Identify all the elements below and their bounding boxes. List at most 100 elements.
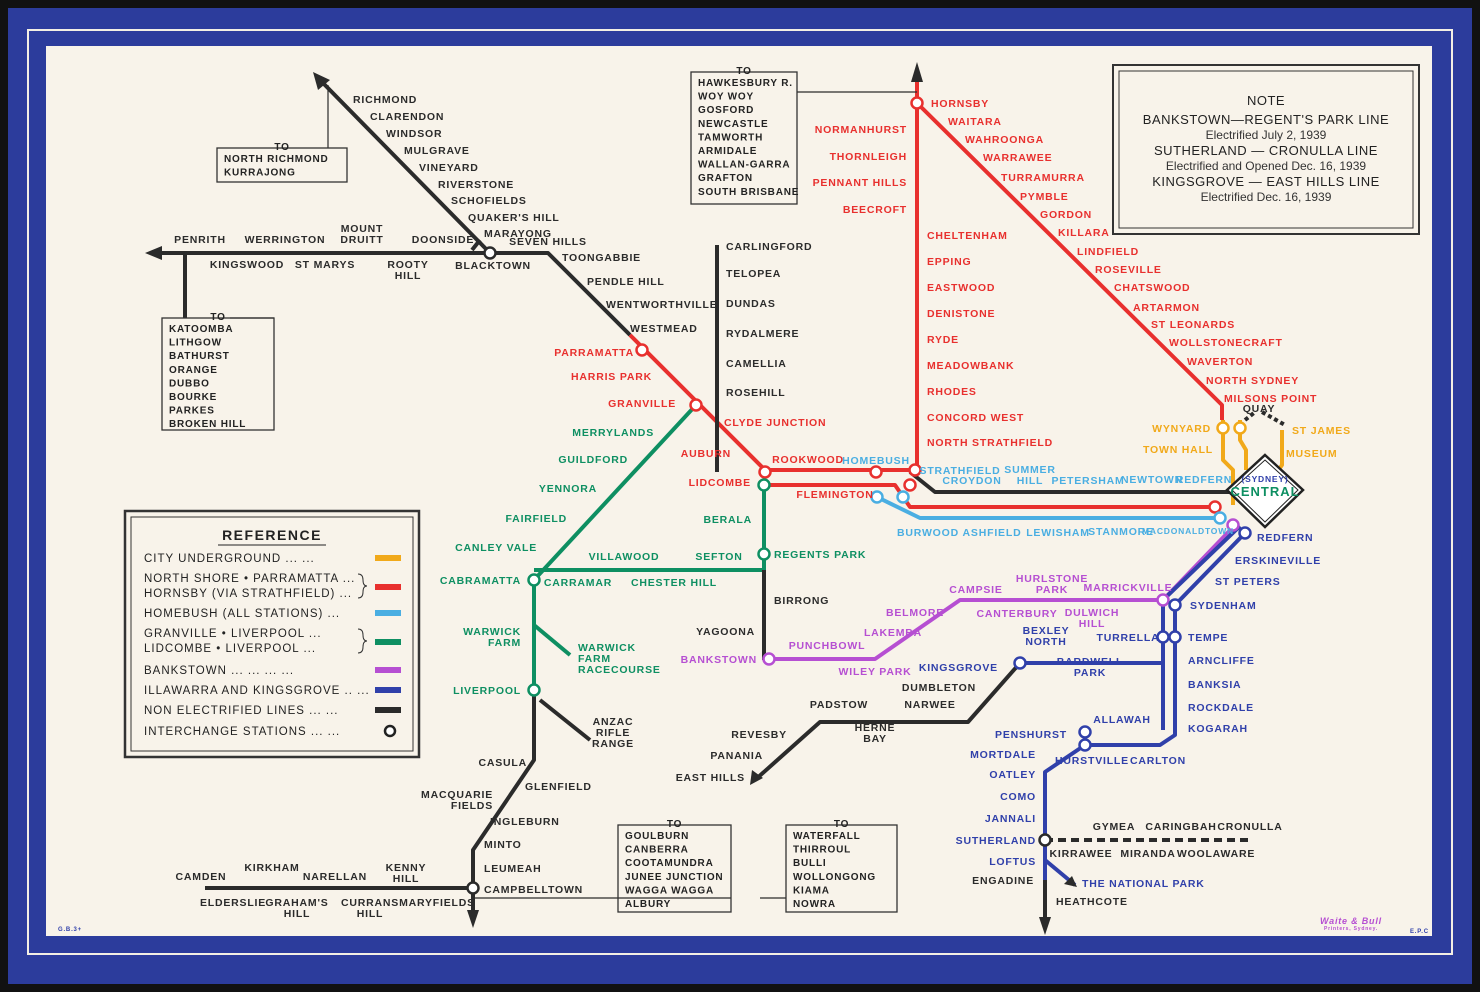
west-arrow-icon bbox=[145, 246, 162, 260]
reference-title: REFERENCE bbox=[222, 527, 322, 543]
station-label: REVESBY bbox=[731, 729, 787, 741]
station-label: WAITARA bbox=[948, 116, 1002, 128]
station-label: QUAY bbox=[1243, 403, 1276, 415]
station-label: LOFTUS bbox=[989, 856, 1036, 868]
station-label: MUSEUM bbox=[1286, 448, 1337, 460]
box-destination: WALLAN-GARRA bbox=[698, 160, 790, 171]
station-label: MACDONALDTOWN bbox=[1142, 526, 1234, 536]
station-label: AUBURN bbox=[681, 448, 731, 460]
reference-label: NORTH SHORE • PARRAMATTA ...HORNSBY (VIA… bbox=[144, 573, 355, 600]
station-label: CRONULLA bbox=[1217, 821, 1282, 833]
station-label: TEMPE bbox=[1188, 632, 1228, 644]
station-label: CABRAMATTA bbox=[440, 575, 521, 587]
station-label: CARINGBAH bbox=[1145, 821, 1216, 833]
station-label: ELDERSLIE bbox=[200, 897, 266, 909]
black-line-segment bbox=[538, 698, 592, 742]
station-label: KILLARA bbox=[1058, 227, 1110, 239]
station-label: ARNCLIFFE bbox=[1188, 655, 1255, 667]
reference-label: NON ELECTRIFIED LINES ... ... bbox=[144, 705, 339, 717]
station-label: WARRAWEE bbox=[983, 152, 1052, 164]
station-label: CAMPSIE bbox=[949, 584, 1002, 596]
station-label: BLACKTOWN bbox=[455, 260, 531, 272]
box-destination: THIRROUL bbox=[793, 845, 851, 856]
black-line-segment bbox=[470, 238, 482, 252]
station-label: CASULA bbox=[478, 757, 527, 769]
station-label: LEUMEAH bbox=[484, 863, 542, 875]
station-label: WINDSOR bbox=[386, 128, 442, 140]
station-label: CARRAMAR bbox=[544, 577, 612, 589]
black-line-segment bbox=[320, 80, 492, 255]
reference-label: GRANVILLE • LIVERPOOL ...LIDCOMBE • LIVE… bbox=[144, 628, 322, 655]
imprint-code: G.B.3+ bbox=[58, 927, 82, 933]
station-label: RHODES bbox=[927, 386, 977, 398]
printer-sub: Printers, Sydney. bbox=[1324, 926, 1378, 932]
station-label: CAMPBELLTOWN bbox=[484, 884, 583, 896]
interchange-ring-icon bbox=[527, 683, 541, 697]
richmond-arrow-icon bbox=[313, 72, 330, 90]
interchange-ring-icon bbox=[910, 96, 924, 110]
box-to-label: TO bbox=[210, 312, 225, 323]
interchange-ring-icon bbox=[466, 881, 480, 895]
station-label: FLEMINGTON bbox=[796, 489, 873, 501]
station-label: NORTH STRATHFIELD bbox=[927, 437, 1053, 449]
interchange-ring-icon bbox=[635, 343, 649, 357]
blue-line-segment bbox=[876, 495, 1222, 520]
box-destination: BOURKE bbox=[169, 392, 217, 403]
station-label: MILSONS POINT bbox=[1224, 393, 1317, 405]
station-label: COMO bbox=[1000, 791, 1036, 803]
station-label: GRANVILLE bbox=[608, 398, 676, 410]
station-label: SYDENHAM bbox=[1190, 600, 1257, 612]
interchange-ring-icon bbox=[908, 463, 922, 477]
green-line-segment bbox=[532, 623, 572, 657]
box-destination: NOWRA bbox=[793, 899, 836, 910]
interchange-ring-icon bbox=[1013, 656, 1027, 670]
note-line: BANKSTOWN—REGENT'S PARK LINE bbox=[1143, 112, 1389, 127]
station-label: BEECROFT bbox=[843, 204, 907, 216]
box-destination: CANBERRA bbox=[625, 845, 689, 856]
station-label: SCHOFIELDS bbox=[451, 195, 527, 207]
interchange-ring-icon bbox=[758, 465, 772, 479]
station-label: CARLINGFORD bbox=[726, 241, 812, 253]
box-destination: HAWKESBURY R. bbox=[698, 78, 793, 89]
station-label: EPPING bbox=[927, 256, 971, 268]
box-destination: BROKEN HILL bbox=[169, 419, 246, 430]
station-label: ST MARYS bbox=[295, 259, 355, 271]
station-label: MIRANDA bbox=[1120, 848, 1175, 860]
box-destination: BATHURST bbox=[169, 351, 230, 362]
box-destination: GOSFORD bbox=[698, 105, 754, 116]
station-label: ENGADINE bbox=[972, 875, 1034, 887]
interchange-ring-icon bbox=[1168, 630, 1182, 644]
box-destination: KATOOMBA bbox=[169, 324, 233, 335]
note-detail: Electrified and Opened Dec. 16, 1939 bbox=[1166, 159, 1366, 173]
south-arrow-icon bbox=[467, 910, 479, 928]
station-label: DOONSIDE bbox=[412, 234, 474, 246]
station-label: CANLEY VALE bbox=[455, 542, 537, 554]
box-destination: WATERFALL bbox=[793, 831, 861, 842]
destination-box-katoomba: TOKATOOMBALITHGOWBATHURSTORANGEDUBBOBOUR… bbox=[161, 312, 275, 431]
central-label: CENTRAL bbox=[1230, 484, 1299, 499]
station-label: ARTARMON bbox=[1133, 302, 1200, 314]
station-label: HOMEBUSH bbox=[842, 455, 910, 467]
station-label: BELMORE bbox=[886, 607, 944, 619]
station-label: ASHFIELD bbox=[963, 527, 1022, 539]
black-line-segment bbox=[1243, 410, 1257, 422]
box-destination: BULLI bbox=[793, 858, 826, 869]
box-destination: GOULBURN bbox=[625, 831, 689, 842]
station-label: SUTHERLAND bbox=[956, 835, 1036, 847]
interchange-ring-icon bbox=[689, 398, 703, 412]
station-label: KINGSGROVE bbox=[919, 662, 998, 674]
station-label: STRATHFIELD bbox=[920, 465, 1001, 477]
station-label: LIDCOMBE bbox=[689, 477, 751, 489]
station-label: MEADOWBANK bbox=[927, 360, 1014, 372]
station-label: CLYDE JUNCTION bbox=[724, 417, 826, 429]
box-to-label: TO bbox=[834, 819, 849, 830]
station-label: NORTH SYDNEY bbox=[1206, 375, 1299, 387]
station-label: MARRICKVILLE bbox=[1084, 582, 1173, 594]
